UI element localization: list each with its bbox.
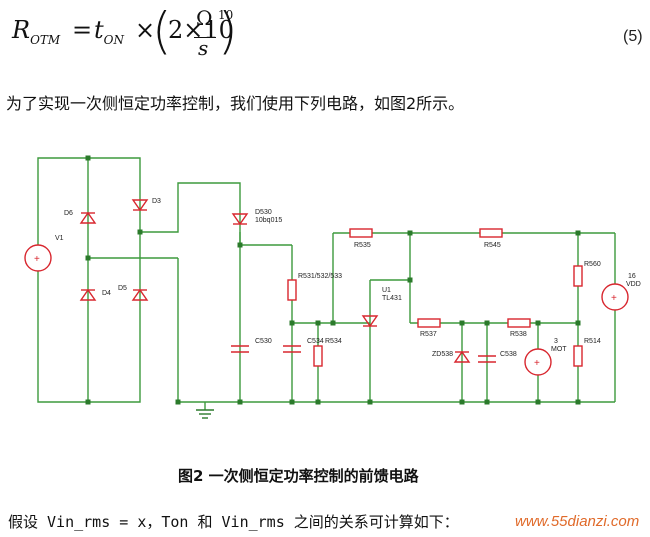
resistor-r560 bbox=[573, 265, 583, 287]
resistor-r534 bbox=[313, 345, 323, 367]
label-d530-part: 10bq015 bbox=[255, 217, 282, 224]
diode-d3-icon bbox=[131, 199, 149, 212]
figure-caption: 图2 一次侧恒定功率控制的前馈电路 bbox=[178, 467, 419, 485]
resistor-r535 bbox=[349, 228, 373, 238]
formula-lhs: ROTM bbox=[12, 16, 61, 47]
zener-zd538-icon bbox=[453, 350, 471, 363]
label-d3: D3 bbox=[152, 198, 161, 205]
formula-right-paren: ) bbox=[218, 2, 238, 60]
label-d6: D6 bbox=[64, 210, 73, 217]
svg-text:+: + bbox=[534, 358, 540, 369]
label-d4: D4 bbox=[102, 290, 111, 297]
formula-equals: = bbox=[72, 16, 93, 44]
diode-d5-icon bbox=[131, 288, 149, 301]
label-u1: U1 bbox=[382, 287, 391, 294]
label-vdd: VDD bbox=[626, 281, 641, 288]
svg-text:+: + bbox=[611, 293, 617, 304]
formula-numerator: Ω bbox=[196, 6, 213, 30]
intro-paragraph: 为了实现一次侧恒定功率控制，我们使用下列电路，如图2所示。 bbox=[6, 94, 465, 113]
label-tl431: TL431 bbox=[382, 295, 402, 302]
label-c530: C530 bbox=[255, 338, 272, 345]
bottom-paragraph: 假设 Vin_rms = x，Ton 和 Vin_rms 之间的关系可计算如下： bbox=[8, 513, 459, 531]
label-r545: R545 bbox=[484, 242, 501, 249]
label-mot: MOT bbox=[551, 346, 567, 353]
formula-exponent: 10 bbox=[218, 8, 234, 22]
resistor-r537 bbox=[417, 318, 441, 328]
label-r535: R535 bbox=[354, 242, 371, 249]
label-vdd-num: 16 bbox=[628, 273, 636, 280]
resistor-r514 bbox=[573, 345, 583, 367]
formula-coefficient: 2×10 bbox=[168, 16, 234, 44]
voltage-source-v1: + bbox=[24, 244, 52, 272]
label-r538: R538 bbox=[510, 331, 527, 338]
label-r514: R514 bbox=[584, 338, 601, 345]
watermark: www.55dianzi.com bbox=[515, 513, 640, 530]
equation-number: (5) bbox=[623, 28, 643, 45]
label-c538: C538 bbox=[500, 351, 517, 358]
tl431-icon bbox=[361, 315, 379, 328]
voltage-source-vdd: + bbox=[601, 283, 629, 311]
svg-text:+: + bbox=[34, 254, 40, 265]
diode-d530-icon bbox=[231, 213, 249, 226]
ground-icon bbox=[196, 409, 214, 419]
diode-d4-icon bbox=[79, 288, 97, 301]
formula-fraction-bar bbox=[194, 37, 216, 38]
formula-times: × bbox=[135, 16, 156, 44]
formula-t-on: tON bbox=[94, 16, 124, 47]
resistor-r545 bbox=[479, 228, 503, 238]
label-mot-num: 3 bbox=[554, 338, 558, 345]
resistor-r531 bbox=[287, 279, 297, 301]
circuit-diagram: + V1 D6 D3 D4 D5 D530 10bq015 R531/5 bbox=[24, 155, 641, 419]
formula-denominator: s bbox=[198, 36, 209, 60]
label-v1: V1 bbox=[55, 235, 64, 242]
formula-left-paren: ( bbox=[152, 2, 172, 60]
label-r534: R534 bbox=[325, 338, 342, 345]
label-d5: D5 bbox=[118, 285, 127, 292]
resistor-r538 bbox=[507, 318, 531, 328]
voltage-source-mot: + bbox=[524, 348, 552, 376]
formula-5: ROTM = tON × ( 2×10 10 Ω s ) bbox=[10, 2, 630, 62]
label-c534: C534 bbox=[307, 338, 324, 345]
label-zd538: ZD538 bbox=[432, 351, 453, 358]
label-r531: R531/532/533 bbox=[298, 273, 342, 280]
label-d530: D530 bbox=[255, 209, 272, 216]
label-r560: R560 bbox=[584, 261, 601, 268]
diode-d6-icon bbox=[79, 211, 97, 224]
label-r537: R537 bbox=[420, 331, 437, 338]
